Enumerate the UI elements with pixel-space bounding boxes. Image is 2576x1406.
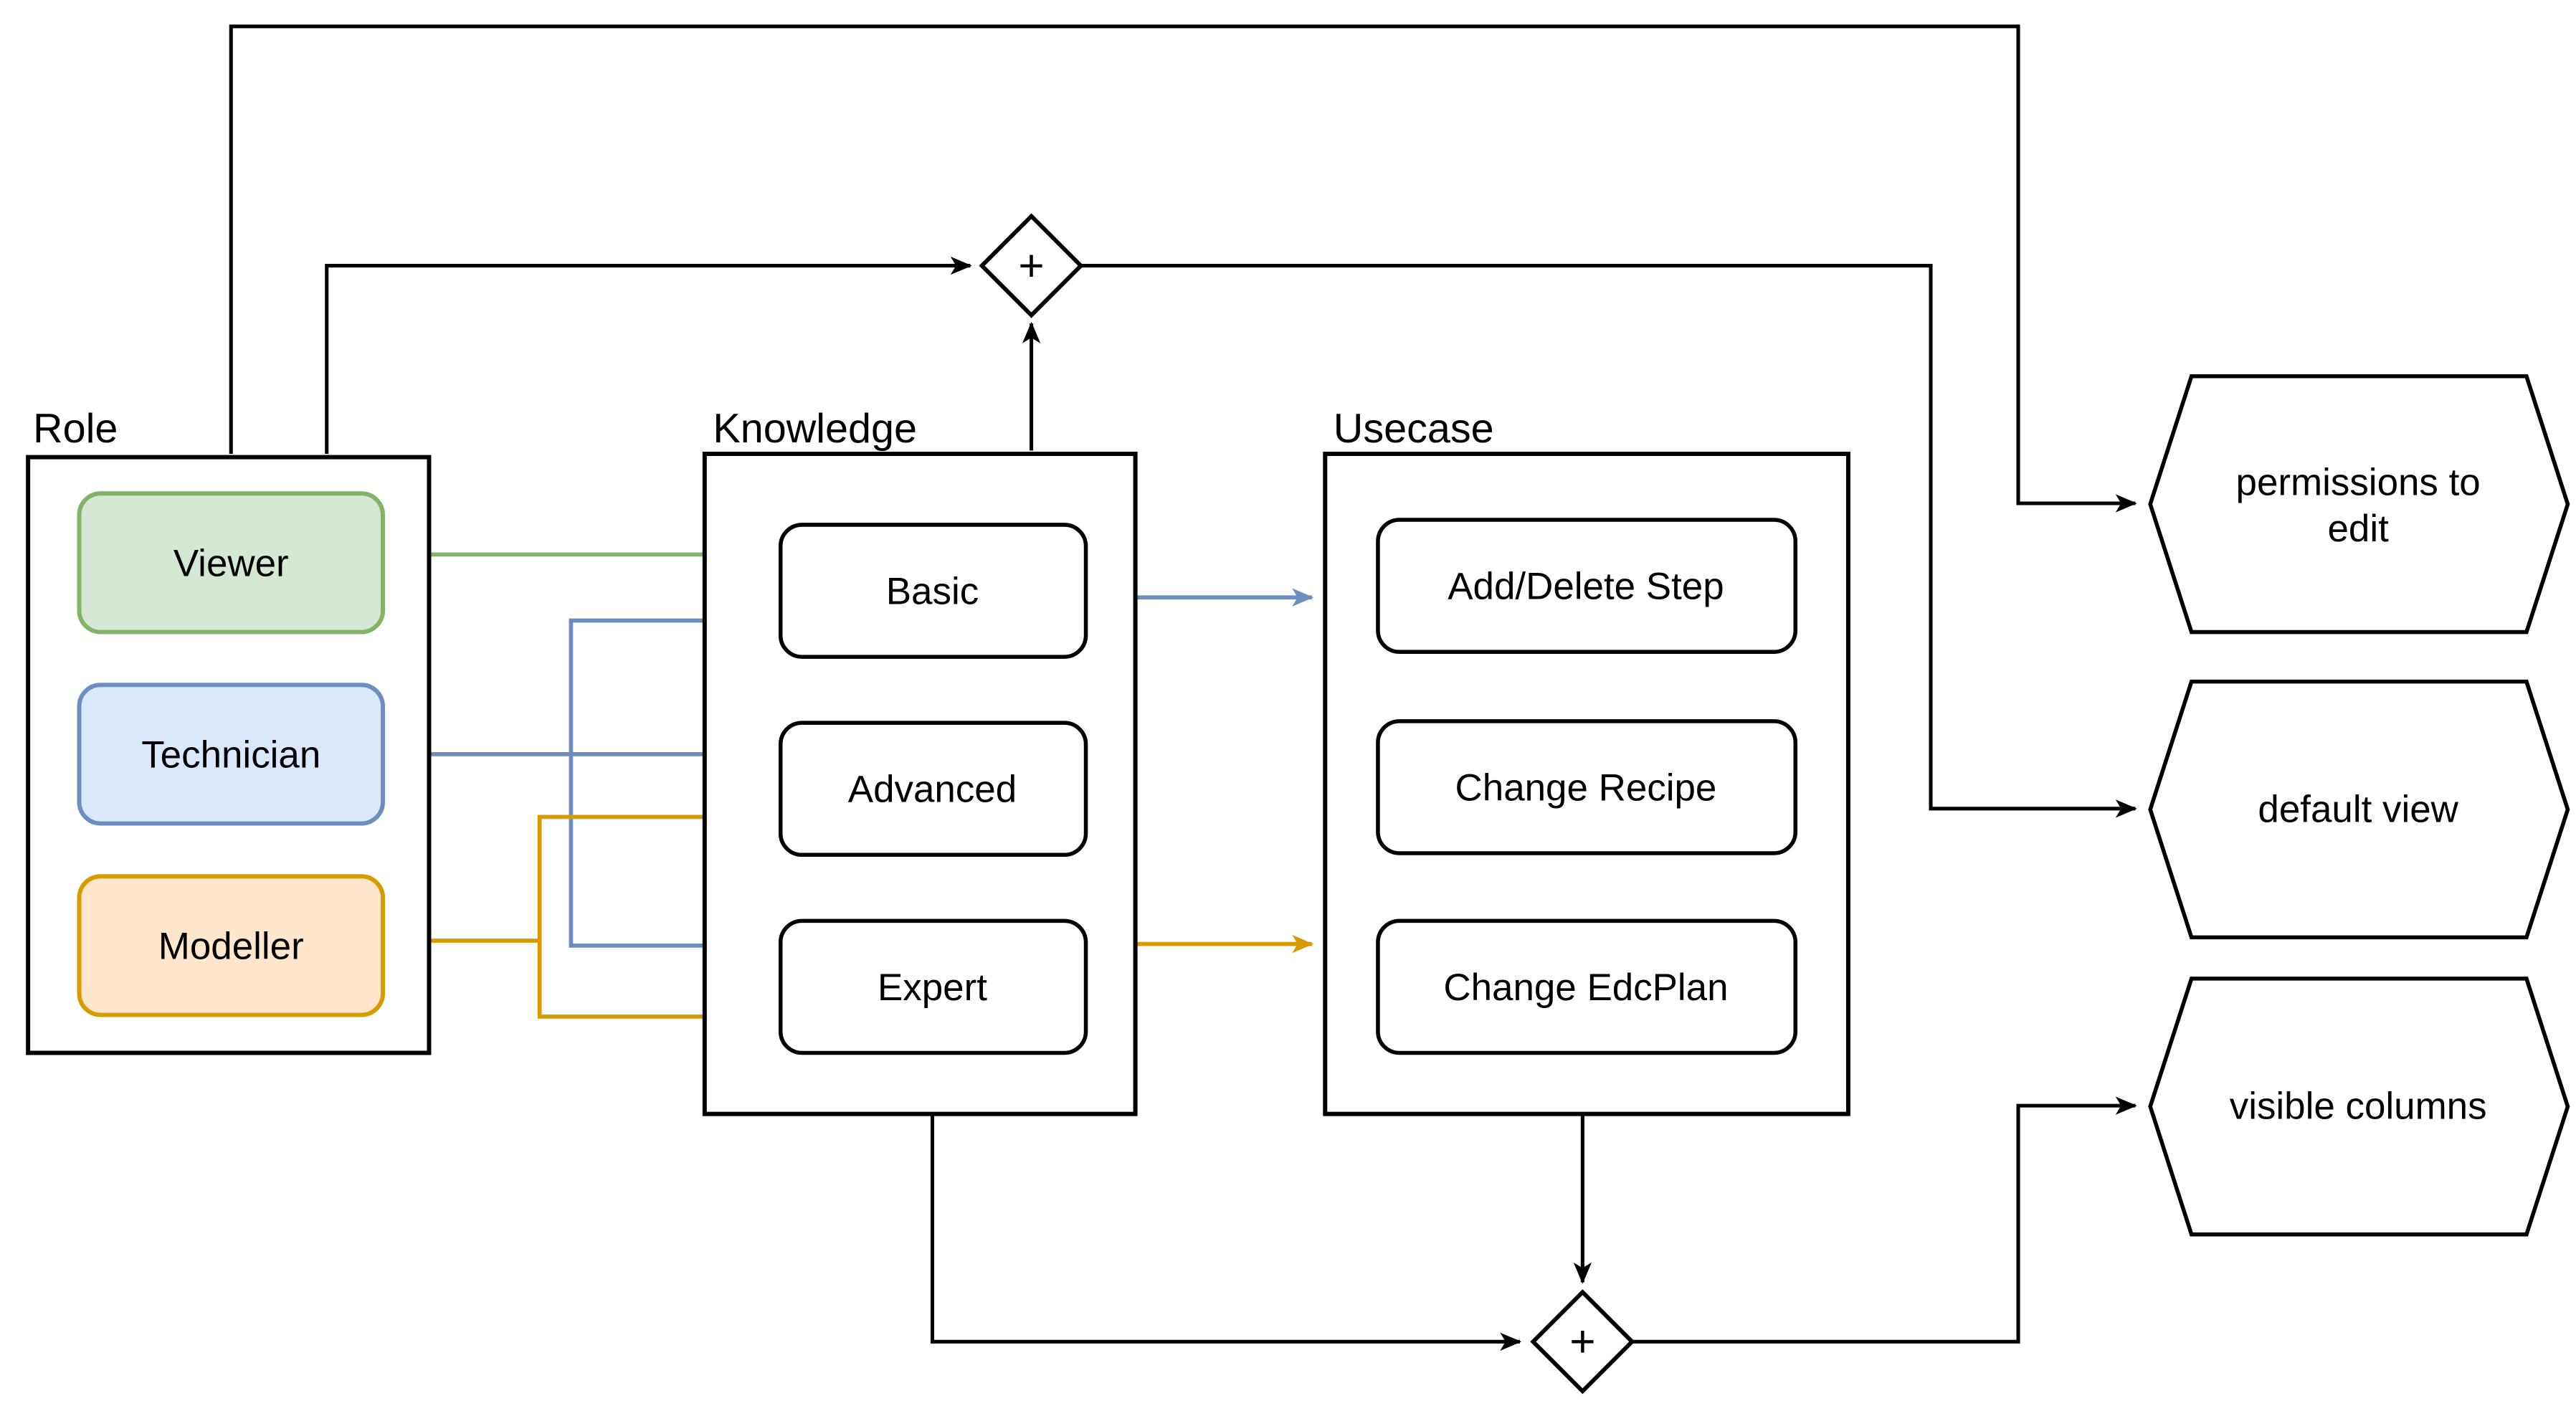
output-permissions-to-edit-label-line2: edit xyxy=(2327,508,2389,550)
node-expert xyxy=(778,918,1088,1055)
edge-knowledge-to-merge-bottom xyxy=(930,1113,1522,1351)
edge-merge-top-to-default-view xyxy=(1080,264,2137,818)
output-permissions-to-edit xyxy=(2148,374,2570,635)
node-modeller xyxy=(77,874,386,1017)
node-viewer-label: Viewer xyxy=(174,542,289,584)
edge-merge-bottom-to-visible-columns xyxy=(1632,1096,2137,1344)
output-default-view xyxy=(2148,679,2570,940)
edge-modeller-to-advanced xyxy=(537,807,769,941)
merge-junction-top-symbol: + xyxy=(1018,241,1044,290)
node-add-delete-step xyxy=(1376,518,1798,654)
node-change-edcplan xyxy=(1376,918,1798,1055)
edge-modeller-to-expert xyxy=(537,940,769,1026)
usecase-group-label: Usecase xyxy=(1334,406,1494,452)
node-technician xyxy=(77,683,386,826)
node-viewer xyxy=(77,491,386,635)
output-default-view-label: default view xyxy=(2258,788,2458,830)
node-technician-label: Technician xyxy=(141,733,320,776)
node-modeller-label: Modeller xyxy=(158,925,304,967)
role-group-label: Role xyxy=(33,406,118,452)
node-advanced-label: Advanced xyxy=(848,769,1017,811)
edge-technician-to-basic xyxy=(569,611,769,754)
merge-junction-bottom-symbol: + xyxy=(1569,1317,1595,1367)
output-visible-columns xyxy=(2148,977,2570,1237)
knowledge-group-label: Knowledge xyxy=(713,406,917,452)
node-basic xyxy=(778,523,1088,659)
output-permissions-to-edit-label-line1: permissions to xyxy=(2236,462,2481,504)
merge-junction-top xyxy=(979,213,1084,318)
node-change-recipe xyxy=(1376,719,1798,855)
node-basic-label: Basic xyxy=(886,570,979,612)
output-visible-columns-label: visible columns xyxy=(2230,1086,2487,1128)
edge-role-to-merge-top xyxy=(325,256,972,454)
node-change-recipe-label: Change Recipe xyxy=(1455,766,1717,809)
edge-role-to-permissions xyxy=(229,24,2137,513)
node-change-edcplan-label: Change EdcPlan xyxy=(1443,966,1728,1009)
node-advanced xyxy=(778,721,1088,858)
merge-junction-bottom xyxy=(1530,1289,1635,1395)
node-add-delete-step-label: Add/Delete Step xyxy=(1448,566,1724,608)
node-expert-label: Expert xyxy=(878,966,987,1009)
